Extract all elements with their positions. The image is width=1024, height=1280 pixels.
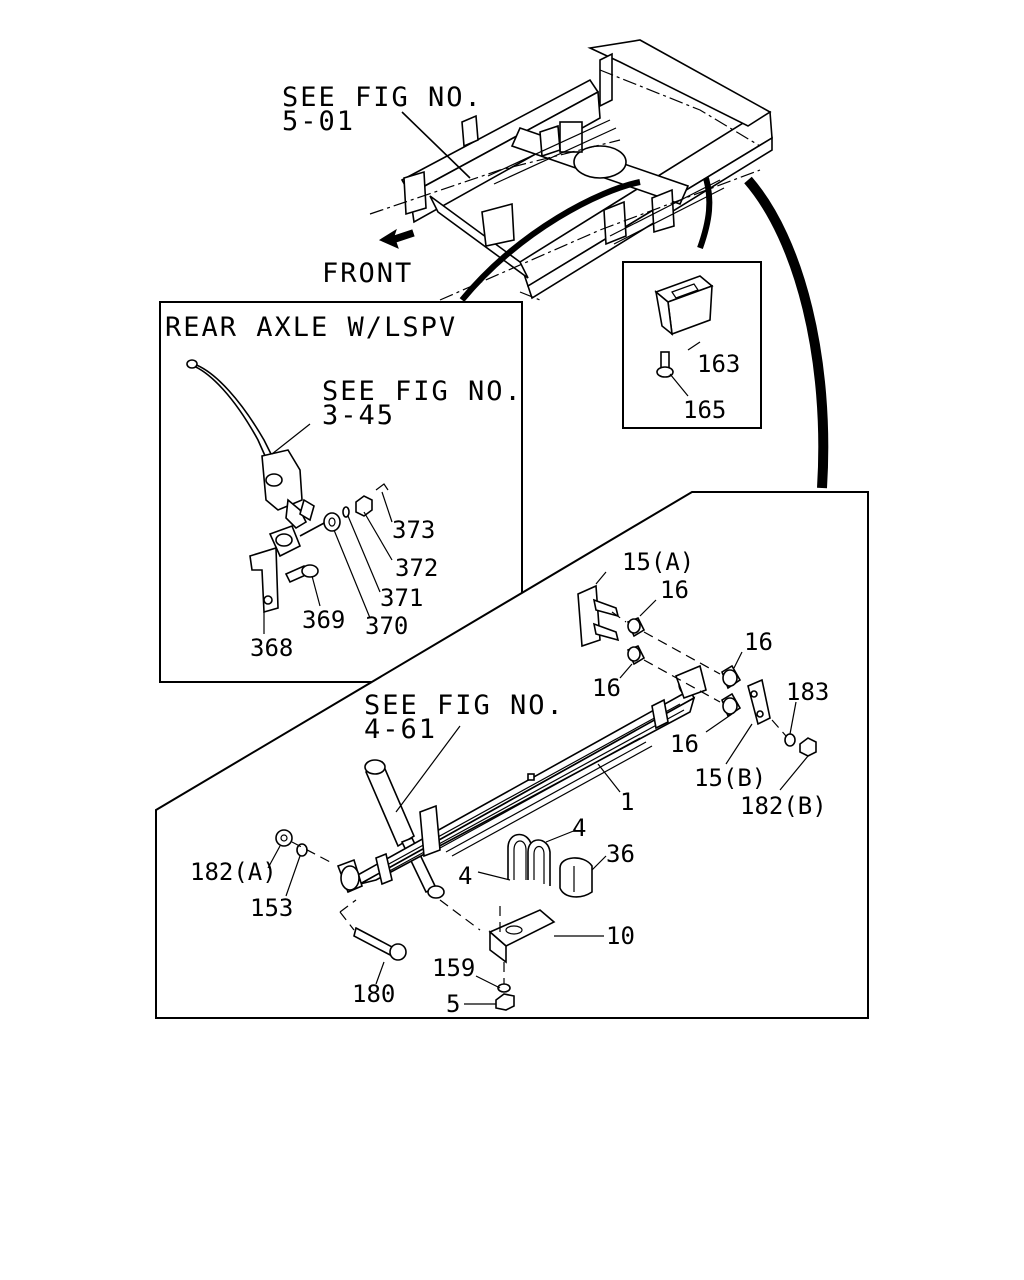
callout-4-left: 4 — [458, 862, 472, 890]
lspv-inset-title: REAR AXLE W/LSPV — [165, 312, 457, 343]
frame-ref-line1: SEE FIG NO. — [282, 82, 483, 113]
callout-165: 165 — [683, 396, 726, 424]
callout-16-bottom: 16 — [670, 730, 699, 758]
callout-370: 370 — [365, 612, 408, 640]
callout-153: 153 — [250, 894, 293, 922]
lspv-ref-line2: 3-45 — [322, 400, 395, 431]
callout-182a: 182(A) — [190, 858, 277, 886]
callout-159: 159 — [432, 954, 475, 982]
callout-4-top: 4 — [572, 814, 586, 842]
leaf-spring-inset: SEE FIG NO. 4-61 — [155, 491, 869, 1019]
callout-15b: 15(B) — [694, 764, 766, 792]
callout-369: 369 — [302, 606, 345, 634]
callout-1: 1 — [620, 788, 634, 816]
bumper-inset: 163 165 — [622, 261, 762, 429]
callout-180: 180 — [352, 980, 395, 1008]
callout-371: 371 — [380, 584, 423, 612]
callout-182b: 182(B) — [740, 792, 827, 820]
lspv-inset: REAR AXLE W/LSPV SEE FIG NO. 3-45 — [159, 301, 523, 683]
front-direction-label: FRONT — [322, 258, 413, 289]
callout-36: 36 — [606, 840, 635, 868]
chassis-frame — [369, 39, 773, 301]
callout-372: 372 — [395, 554, 438, 582]
callout-16-top: 16 — [660, 576, 689, 604]
frame-ref-line2: 5-01 — [282, 106, 355, 137]
lspv-ref-line1: SEE FIG NO. — [322, 376, 523, 407]
callout-183: 183 — [786, 678, 829, 706]
callout-373: 373 — [392, 516, 435, 544]
callout-16-left: 16 — [592, 674, 621, 702]
callout-368: 368 — [250, 634, 293, 662]
callout-163: 163 — [697, 350, 740, 378]
callout-15a: 15(A) — [622, 548, 694, 576]
callout-10: 10 — [606, 922, 635, 950]
shock-ref-line1: SEE FIG NO. — [364, 690, 565, 721]
callout-5: 5 — [446, 990, 460, 1018]
shock-ref-line2: 4-61 — [364, 714, 437, 745]
callout-16-right: 16 — [744, 628, 773, 656]
